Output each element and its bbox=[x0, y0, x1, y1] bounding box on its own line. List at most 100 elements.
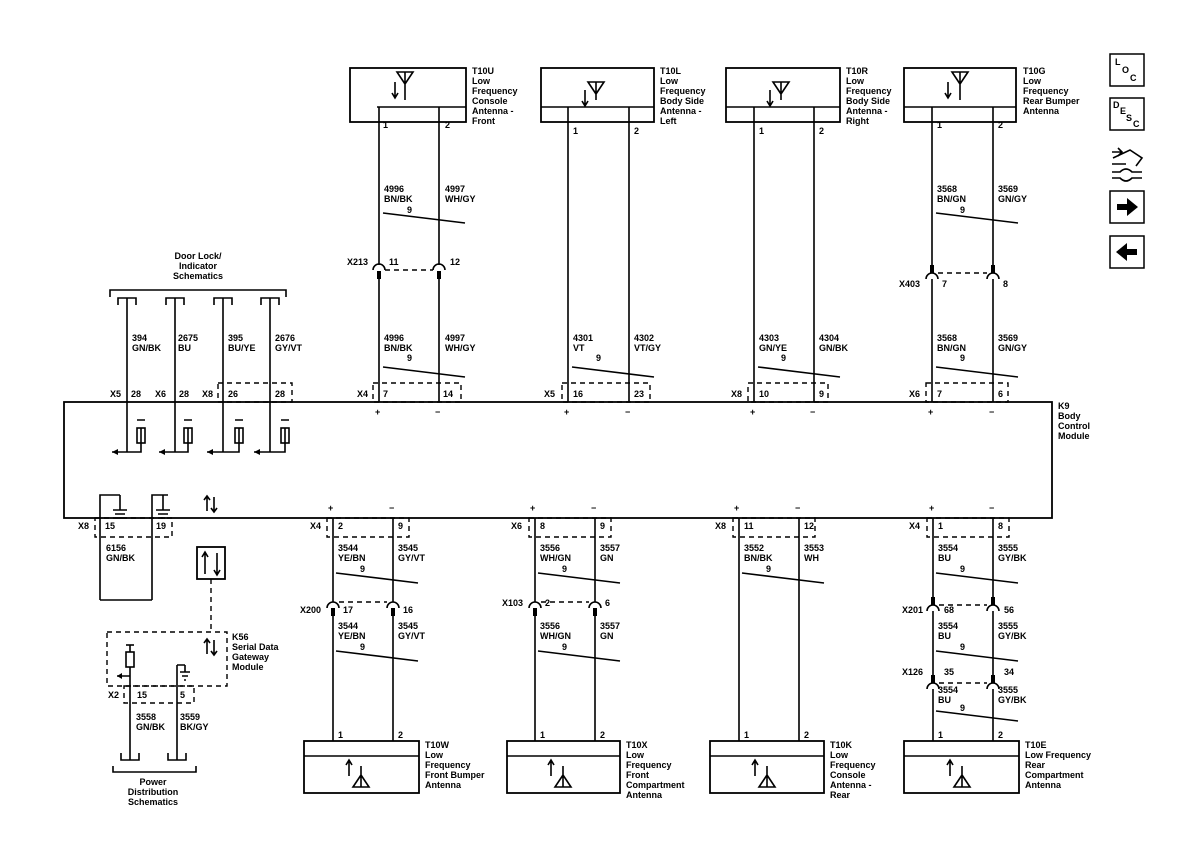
antenna-icon bbox=[757, 766, 777, 788]
ground-icon bbox=[156, 495, 170, 519]
x403-pin7: 7 bbox=[942, 279, 947, 289]
connector-tools-icon bbox=[1112, 149, 1144, 167]
t10x-l2: Frequency bbox=[626, 760, 672, 770]
t10w-l2: Frequency bbox=[425, 760, 471, 770]
t10w-w2-k: GY/VT bbox=[398, 553, 426, 563]
internal-inputs bbox=[112, 402, 290, 455]
t10e-pin2: 2 bbox=[998, 730, 1003, 740]
conn-x403: X403 bbox=[899, 279, 920, 289]
t10e-l4: Antenna bbox=[1025, 780, 1062, 790]
t10u-w4-k: WH/GY bbox=[445, 343, 476, 353]
wire-3559-circuit: 3559 bbox=[180, 712, 200, 722]
antenna-icon bbox=[952, 766, 972, 788]
t10w-pin2: 2 bbox=[398, 730, 403, 740]
t10x-w4-k: GN bbox=[600, 631, 614, 641]
pin-1: 1 bbox=[938, 521, 943, 531]
t10r-w1-c: 4303 bbox=[759, 333, 779, 343]
t10g-w1-k: BN/GN bbox=[937, 194, 966, 204]
pin-8: 8 bbox=[998, 521, 1003, 531]
plus-sign: + bbox=[375, 407, 380, 417]
k9-x4-pin14: 14 bbox=[443, 389, 453, 399]
conn-x126: X126 bbox=[902, 667, 923, 677]
k9-x8-pin10: 10 bbox=[759, 389, 769, 399]
door-lock-label-3: Schematics bbox=[173, 271, 223, 281]
t10l-w2-c: 4302 bbox=[634, 333, 654, 343]
t10k-l4: Antenna - bbox=[830, 780, 872, 790]
desc-letter-3: S bbox=[1126, 113, 1132, 123]
k9-x8-pin9: 9 bbox=[819, 389, 824, 399]
t10x-l4: Compartment bbox=[626, 780, 685, 790]
t10w-pin1: 1 bbox=[338, 730, 343, 740]
antenna-icon bbox=[586, 81, 606, 100]
wire-3559-color: BK/GY bbox=[180, 722, 209, 732]
t10w-w1-c: 3544 bbox=[338, 543, 358, 553]
pin-12: 12 bbox=[804, 521, 814, 531]
t10g-pin1: 1 bbox=[937, 120, 942, 130]
bidirectional-arrow-icon bbox=[203, 494, 218, 514]
t10r-pin1: 1 bbox=[759, 126, 764, 136]
t10w-twist-a: 9 bbox=[360, 564, 365, 574]
k9-module-box bbox=[63, 401, 1053, 519]
power-dist-label-2: Distribution bbox=[128, 787, 179, 797]
t10u-w2-k: WH/GY bbox=[445, 194, 476, 204]
pin-9: 9 bbox=[398, 521, 403, 531]
t10g-w2-c: 3569 bbox=[998, 184, 1018, 194]
k9-x4-top: X4 bbox=[357, 389, 368, 399]
wire-395-circuit: 395 bbox=[228, 333, 243, 343]
plus-sign: + bbox=[929, 503, 934, 513]
t10g-l3: Rear Bumper bbox=[1023, 96, 1080, 106]
t10u-w4-c: 4997 bbox=[445, 333, 465, 343]
x126-pin35: 35 bbox=[944, 667, 954, 677]
pin-2: 2 bbox=[338, 521, 343, 531]
connector-tools-button[interactable] bbox=[1106, 140, 1148, 184]
t10w-w3-c: 3544 bbox=[338, 621, 358, 631]
t10x-l1: Low bbox=[626, 750, 645, 760]
t10g-l1: Low bbox=[1023, 76, 1042, 86]
plus-sign: + bbox=[564, 407, 569, 417]
next-page-button[interactable] bbox=[1109, 190, 1145, 224]
description-button[interactable]: D E S C bbox=[1109, 97, 1145, 131]
pin-28c: 28 bbox=[275, 389, 285, 399]
t10l-l3: Body Side bbox=[660, 96, 704, 106]
arrow-up-icon bbox=[751, 758, 759, 776]
t10l-twist: 9 bbox=[596, 353, 601, 363]
door-lock-wire-2675 bbox=[165, 297, 185, 402]
location-button[interactable]: L O C bbox=[1109, 53, 1145, 87]
x201-pin68: 68 bbox=[944, 605, 954, 615]
t10r-pin2: 2 bbox=[819, 126, 824, 136]
bidirectional-arrow-icon bbox=[201, 550, 221, 577]
wire-394-color: GN/BK bbox=[132, 343, 162, 353]
t10r-l3: Body Side bbox=[846, 96, 890, 106]
desc-letter-4: C bbox=[1133, 119, 1140, 129]
t10r-ref: T10R bbox=[846, 66, 869, 76]
t10l-l2: Frequency bbox=[660, 86, 706, 96]
t10l-w1-c: 4301 bbox=[573, 333, 593, 343]
antenna-t10e: + − X4 1 8 3554 BU 3555 GY/BK 9 X201 68 … bbox=[902, 503, 1091, 794]
t10g-w4-k: GN/GY bbox=[998, 343, 1027, 353]
t10x-w2-c: 3557 bbox=[600, 543, 620, 553]
t10e-pin1: 1 bbox=[938, 730, 943, 740]
antenna-t10x: + − X6 8 9 3556 WH/GN 3557 GN 9 X103 2 6… bbox=[502, 503, 685, 800]
t10g-w4-c: 3569 bbox=[998, 333, 1018, 343]
t10r-twist: 9 bbox=[781, 353, 786, 363]
k56-x2-pin15: 15 bbox=[137, 690, 147, 700]
k56-ref: K56 bbox=[232, 632, 249, 642]
antenna-icon bbox=[351, 766, 371, 788]
t10r-w1-k: GN/YE bbox=[759, 343, 787, 353]
t10r-l2: Frequency bbox=[846, 86, 892, 96]
t10k-l2: Frequency bbox=[830, 760, 876, 770]
t10u-l2: Frequency bbox=[472, 86, 518, 96]
wire-3558-color: GN/BK bbox=[136, 722, 166, 732]
k9-body-control-module: K9 Body Control Module bbox=[63, 401, 1090, 519]
t10u-w1-k: BN/BK bbox=[384, 194, 413, 204]
minus-sign: − bbox=[795, 503, 800, 513]
previous-page-button[interactable] bbox=[1109, 235, 1145, 269]
wire-2675-circuit: 2675 bbox=[178, 333, 198, 343]
t10k-pin1: 1 bbox=[744, 730, 749, 740]
k9-x6-bottom: X6 bbox=[511, 521, 522, 531]
serial-data-box bbox=[196, 546, 226, 580]
t10e-w2-k: GY/BK bbox=[998, 553, 1027, 563]
conn-x103: X103 bbox=[502, 598, 523, 608]
t10k-l3: Console bbox=[830, 770, 866, 780]
antenna-t10l: T10L Low Frequency Body Side Antenna - L… bbox=[540, 66, 706, 417]
